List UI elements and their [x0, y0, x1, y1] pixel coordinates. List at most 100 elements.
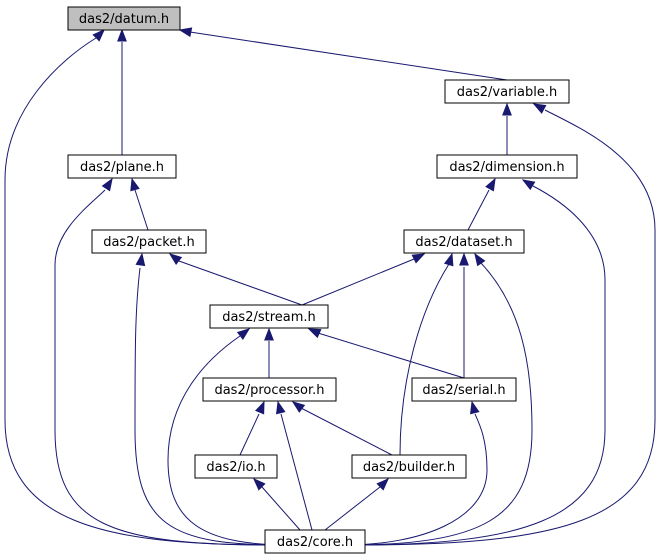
edge-packet-to-plane: [130, 177, 149, 231]
edge-core-to-plane: [54, 177, 276, 546]
edge-core-to-processor: [276, 400, 313, 531]
arrowhead-icon: [291, 401, 306, 413]
node-dimension[interactable]: das2/dimension.h: [436, 154, 578, 179]
edge-dataset-to-dimension: [467, 177, 496, 231]
edge-line: [301, 258, 415, 306]
edge-line: [344, 262, 533, 546]
edge-core-to-packet: [134, 252, 284, 546]
arrowhead-icon: [411, 253, 426, 264]
edge-line: [399, 263, 450, 456]
edge-line: [134, 189, 149, 231]
node-box: [202, 377, 337, 402]
arrowhead-icon: [264, 327, 274, 341]
node-label: das2/datum.h: [79, 12, 169, 27]
arrowhead-icon: [92, 29, 105, 42]
arrowhead-icon: [178, 27, 193, 38]
arrowhead-icon: [532, 103, 547, 114]
arrowhead-icon: [117, 28, 127, 42]
edge-builder-to-dataset: [399, 252, 454, 456]
node-box: [403, 229, 525, 254]
edge-line: [280, 413, 313, 531]
edge-core-to-variable: [359, 103, 656, 546]
edge-line: [4, 37, 271, 546]
node-io[interactable]: das2/io.h: [194, 454, 278, 479]
node-datum: das2/datum.h: [67, 6, 181, 31]
edges-layer: [4, 27, 656, 546]
node-variable[interactable]: das2/variable.h: [444, 79, 570, 104]
node-label: das2/plane.h: [80, 160, 164, 175]
node-label: das2/builder.h: [363, 460, 455, 475]
arrowhead-icon: [521, 179, 536, 191]
edge-line: [351, 185, 606, 546]
arrowhead-icon: [168, 253, 183, 265]
edge-line: [300, 407, 393, 456]
edge-line: [54, 189, 276, 546]
nodes-layer: das2/datum.h das2/variable.h das2/plane.h d…: [67, 6, 578, 554]
node-box: [264, 529, 366, 554]
arrowhead-icon: [376, 478, 389, 491]
node-box: [67, 154, 177, 179]
edge-plane-to-datum: [117, 28, 127, 155]
arrowhead-icon: [307, 328, 322, 339]
arrowhead-icon: [255, 400, 265, 415]
edge-core-to-datum: [4, 29, 271, 546]
node-processor[interactable]: das2/processor.h: [202, 377, 337, 402]
arrowhead-icon: [474, 252, 486, 267]
edge-serial-to-stream: [307, 328, 465, 379]
edge-line: [344, 413, 488, 546]
edge-builder-to-processor: [291, 401, 393, 456]
edge-core-to-serial: [344, 400, 488, 546]
edge-line: [134, 267, 284, 546]
node-builder[interactable]: das2/builder.h: [351, 454, 467, 479]
arrowhead-icon: [443, 252, 454, 267]
node-box: [351, 454, 467, 479]
edge-line: [317, 332, 465, 379]
edge-io-to-processor: [239, 400, 265, 456]
node-box: [91, 229, 207, 254]
node-label: das2/serial.h: [422, 383, 505, 398]
edge-line: [467, 189, 490, 231]
node-core[interactable]: das2/core.h: [264, 529, 366, 554]
arrowhead-icon: [135, 252, 146, 267]
arrowhead-icon: [276, 400, 286, 415]
node-box: [194, 454, 278, 479]
edge-core-to-dimension: [351, 179, 606, 546]
node-packet[interactable]: das2/packet.h: [91, 229, 207, 254]
edge-core-to-dataset: [344, 252, 533, 546]
node-plane[interactable]: das2/plane.h: [67, 154, 177, 179]
arrowhead-icon: [470, 400, 480, 415]
node-label: das2/dimension.h: [449, 160, 564, 175]
arrowhead-icon: [236, 328, 251, 340]
node-stream[interactable]: das2/stream.h: [209, 304, 329, 329]
edge-stream-to-packet: [168, 253, 303, 306]
node-box: [209, 304, 329, 329]
edge-stream-to-dataset: [301, 253, 426, 306]
node-dataset[interactable]: das2/dataset.h: [403, 229, 525, 254]
edge-line: [189, 31, 508, 81]
edge-core-to-builder: [324, 478, 389, 531]
edge-line: [261, 486, 301, 531]
arrowhead-icon: [502, 102, 512, 116]
edge-line: [178, 260, 303, 306]
node-label: das2/core.h: [277, 535, 353, 550]
node-serial[interactable]: das2/serial.h: [411, 377, 517, 402]
arrowhead-icon: [130, 177, 140, 192]
edge-variable-to-datum: [178, 27, 508, 81]
node-box: [411, 377, 517, 402]
edge-core-to-stream: [167, 328, 291, 546]
node-label: das2/variable.h: [457, 85, 557, 100]
arrowhead-icon: [253, 478, 266, 491]
arrowhead-icon: [459, 252, 469, 266]
node-box: [436, 154, 578, 179]
edge-dimension-to-variable: [502, 102, 512, 155]
node-box: [67, 6, 181, 31]
edge-core-to-io: [253, 478, 301, 531]
node-label: das2/packet.h: [103, 235, 195, 250]
node-label: das2/processor.h: [214, 383, 324, 398]
edge-processor-to-stream: [264, 327, 274, 378]
node-box: [444, 79, 570, 104]
node-label: das2/io.h: [206, 460, 265, 475]
arrowhead-icon: [485, 177, 496, 192]
node-label: das2/dataset.h: [415, 235, 512, 250]
